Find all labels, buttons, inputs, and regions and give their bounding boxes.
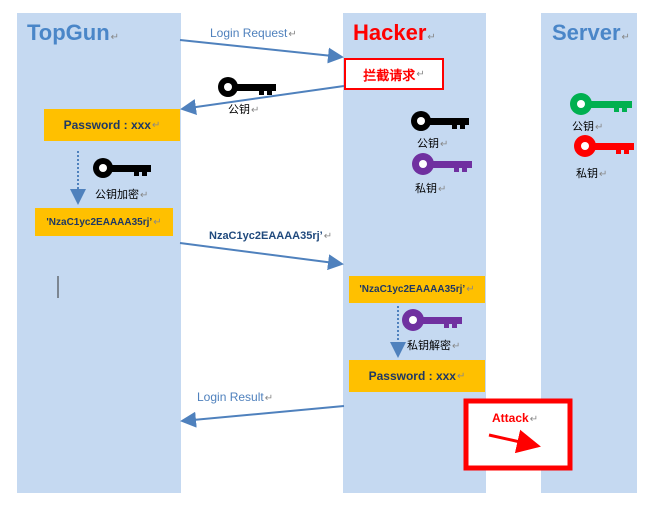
attack-label: Attack↵ — [492, 411, 539, 425]
attack-arrow — [488, 429, 541, 454]
server-title: Server↵ — [552, 20, 630, 45]
private-key-decrypt-label: 私钥解密↵ — [407, 339, 461, 352]
public-key-encrypt-label: 公钥加密↵ — [95, 188, 149, 201]
green-key-icon — [570, 93, 632, 115]
server-private-key-label: 私钥↵ — [576, 167, 608, 180]
intercept-request-box: 拦截请求↵ — [344, 58, 444, 90]
server-public-key-label: 公钥↵ — [572, 120, 604, 133]
public-key-label-returned: 公钥↵ — [228, 103, 260, 116]
login-request-arrow — [179, 39, 344, 64]
purple-key-icon — [402, 309, 462, 331]
hacker-public-key-label: 公钥↵ — [417, 137, 449, 150]
black-key-icon — [218, 77, 276, 97]
hacker-column — [343, 13, 486, 493]
encrypted-arrow — [179, 242, 344, 271]
password-box-hacker: Password : xxx↵ — [349, 360, 485, 392]
red-key-icon — [574, 135, 634, 157]
purple-key-icon — [412, 153, 472, 175]
login-result-label: Login Result↵ — [197, 390, 274, 404]
public-key-return-arrow — [180, 85, 345, 115]
cipher-box-topgun: 'NzaC1yc2EAAAA35rj’↵ — [35, 208, 173, 236]
hacker-private-key-label: 私钥↵ — [415, 182, 447, 195]
login-request-label: Login Request↵ — [210, 26, 297, 40]
hacker-title: Hacker↵ — [353, 20, 436, 45]
black-key-icon — [411, 111, 469, 131]
login-result-arrow — [180, 405, 345, 428]
topgun-column — [17, 13, 181, 493]
cipher-box-hacker: 'NzaC1yc2EAAAA35rj’↵ — [349, 276, 485, 303]
black-key-icon — [93, 158, 151, 178]
topgun-title: TopGun↵ — [27, 20, 120, 45]
encrypted-message-label: NzaC1yc2EAAAA35rj’↵ — [209, 230, 333, 242]
password-box-topgun: Password : xxx↵ — [44, 109, 180, 141]
